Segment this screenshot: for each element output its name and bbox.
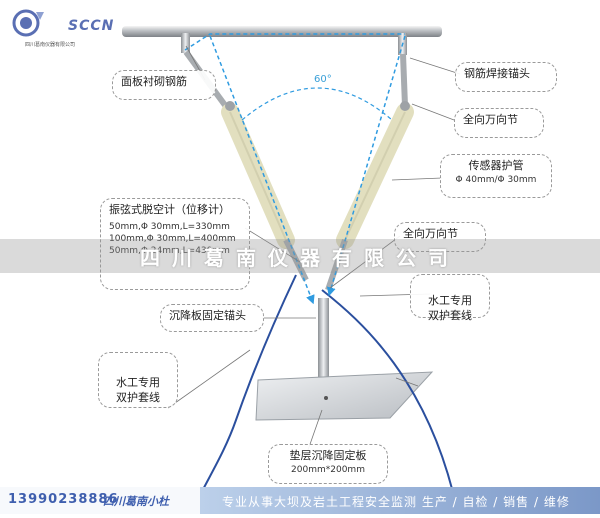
- footer-right: 专业从事大坝及岩土工程安全监测 生产 / 自检 / 销售 / 维修: [200, 487, 600, 514]
- label-sensor-sleeve-spec: Φ 40mm/Φ 30mm: [455, 174, 537, 185]
- label-base-plate-title: 垫层沉降固定板: [289, 449, 367, 462]
- angle-arc: [241, 87, 393, 121]
- label-base-plate-spec: 200mm*200mm: [291, 464, 365, 475]
- label-meter-spec-1: 50mm,Φ 30mm,L=330mm: [109, 221, 230, 232]
- watermark-band: 四川葛南仪器有限公司: [0, 239, 600, 273]
- label-rebar-weld-anchor: 钢筋焊接锚头: [464, 67, 530, 80]
- label-meter-spec-2: 100mm,Φ 30mm,L=400mm: [109, 233, 236, 244]
- label-cable-left: 水工专用 双护套线: [116, 375, 160, 404]
- footer-left: 13990238886 四川葛南小杜: [0, 487, 200, 514]
- label-face-plate-rebar: 面板衬砌钢筋: [121, 75, 187, 88]
- label-settlement-anchor: 沉降板固定锚头: [169, 309, 246, 322]
- label-universal-joint-bottom: 全向万向节: [403, 227, 458, 240]
- label-sensor-sleeve-title: 传感器护管: [468, 159, 524, 172]
- right-top-joint: [400, 101, 410, 111]
- dim-arrow-top: [184, 33, 405, 51]
- label-universal-joint-top: 全向万向节: [463, 113, 518, 126]
- callout-universal-joint-bottom: 全向万向节: [394, 222, 486, 252]
- callout-sensor-sleeve: 传感器护管 Φ 40mm/Φ 30mm: [440, 154, 552, 198]
- label-cable-right: 水工专用 双护套线: [428, 293, 472, 322]
- watermark-text: 四川葛南仪器有限公司: [140, 245, 460, 270]
- angle-label: 60°: [314, 74, 332, 85]
- label-meter-title: 振弦式脱空计（位移计）: [109, 203, 230, 216]
- callout-universal-joint-top: 全向万向节: [454, 108, 544, 138]
- right-cable: [321, 289, 459, 515]
- brand-logo: SCCN 四川葛南仪器有限公司: [10, 8, 120, 48]
- face-plate-rebar: [122, 26, 442, 37]
- label-meter-spec-3: 50mm,Φ 24mm,L=430mm: [109, 246, 230, 257]
- callout-cable-left: 水工专用 双护套线: [98, 352, 178, 408]
- footer-slogan: 专业从事大坝及岩土工程安全监测 生产 / 自检 / 销售 / 维修: [222, 495, 570, 509]
- callout-rebar-weld-anchor: 钢筋焊接锚头: [455, 62, 557, 92]
- footer-bar: 13990238886 四川葛南小杜 专业从事大坝及岩土工程安全监测 生产 / …: [0, 487, 600, 514]
- logo-mark-icon: [12, 9, 44, 37]
- left-weld-anchor: [181, 33, 190, 53]
- callout-base-plate: 垫层沉降固定板 200mm*200mm: [268, 444, 388, 484]
- right-arm: [325, 53, 414, 291]
- callout-face-plate-rebar: 面板衬砌钢筋: [112, 70, 216, 100]
- callout-settlement-anchor: 沉降板固定锚头: [160, 304, 264, 332]
- left-top-joint: [225, 101, 235, 111]
- dim-arrow-left: [209, 35, 315, 305]
- base-plate: [255, 371, 434, 421]
- left-arm: [183, 50, 309, 282]
- footer-phone: 13990238886: [8, 492, 119, 507]
- dim-arrow-right: [326, 35, 406, 297]
- callout-meter: 振弦式脱空计（位移计） 50mm,Φ 30mm,L=330mm 100mm,Φ …: [100, 198, 250, 290]
- logo-text: SCCN: [68, 18, 115, 34]
- callout-cable-right: 水工专用 双护套线: [410, 274, 490, 322]
- settlement-anchor-post: [318, 298, 329, 380]
- footer-name: 四川葛南小杜: [103, 495, 169, 508]
- logo-subtext: 四川葛南仪器有限公司: [25, 42, 76, 48]
